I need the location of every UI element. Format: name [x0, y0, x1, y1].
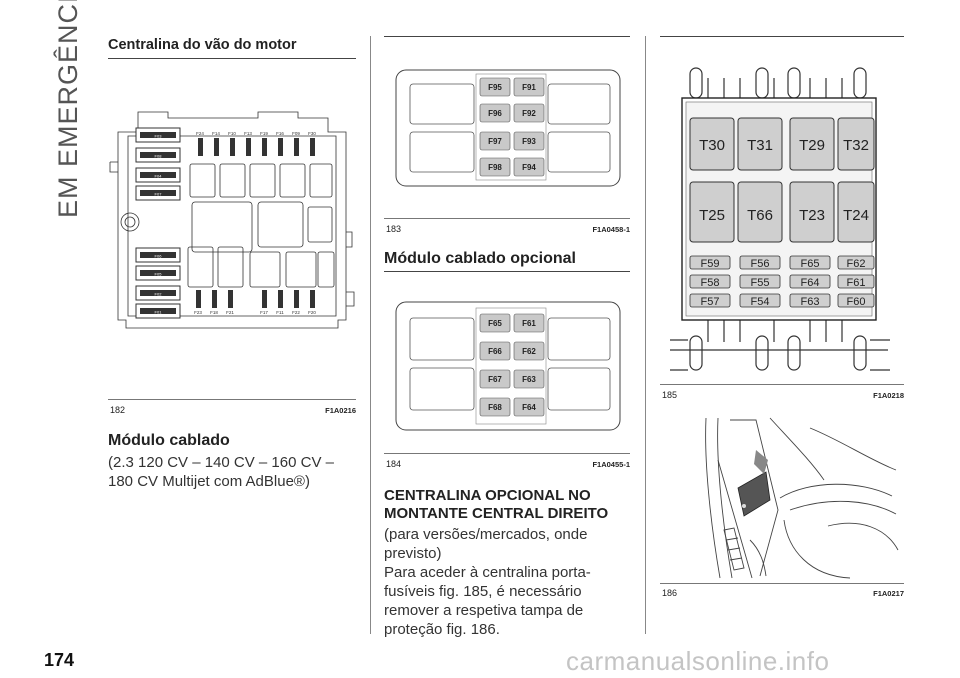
fuse-label: F56 — [751, 258, 770, 270]
relay-label: T31 — [747, 137, 773, 154]
relay-label: T24 — [843, 207, 869, 224]
fuse-label: F20 — [308, 310, 316, 315]
fuse-label: F17 — [260, 310, 268, 315]
fuse-label: F64 — [801, 277, 820, 289]
figure-number: 184 — [386, 459, 402, 469]
relay-label: T32 — [843, 137, 869, 154]
figure-code: F1A0217 — [873, 589, 904, 598]
fuse-label: F02 — [155, 291, 163, 296]
subsection-title: Módulo cablado — [108, 432, 230, 449]
fuse-label: F14 — [212, 131, 220, 136]
section-title: Centralina do vão do motor — [108, 37, 297, 53]
figure-code: F1A0216 — [325, 406, 356, 415]
fuse-label: F05 — [155, 271, 163, 276]
fuse-label: F95 — [488, 83, 502, 92]
fuse-label: F23 — [194, 310, 202, 315]
subsection-title: Módulo cablado opcional — [384, 250, 576, 267]
fuse-label: F65 — [801, 258, 820, 270]
fuse-label: F10 — [228, 131, 236, 136]
title-rule — [108, 58, 356, 59]
fuse-label: F63 — [801, 296, 820, 308]
fuse-label: F03 — [155, 133, 163, 138]
fuse-label: F21 — [226, 310, 234, 315]
left-fuse-column: F03 F08 F04 F07 F06 F05 F02 F01 — [135, 127, 181, 319]
fuse-label: F58 — [701, 277, 720, 289]
optional-fuse-module-diagram-184: F65 F61 F66 F62 F67 F63 F68 F64 — [395, 301, 621, 431]
figure-code: F1A0218 — [873, 391, 904, 400]
fuse-label: F96 — [488, 109, 502, 118]
fuse-label: F94 — [522, 163, 536, 172]
fuse-label: F06 — [155, 253, 163, 258]
fuse-label: F97 — [488, 137, 502, 146]
body-text: Para aceder à centralina porta-fusíveis … — [384, 564, 591, 638]
fuse-label: F62 — [522, 347, 536, 356]
top-rule — [384, 36, 630, 37]
top-rule — [660, 36, 904, 37]
engine-fuse-box-diagram: F03 F08 F04 F07 F06 F05 F02 F01 — [109, 111, 355, 329]
section-tab: EM EMERGÊNCIA — [46, 0, 90, 218]
fuse-label: F68 — [488, 403, 502, 412]
title-rule — [384, 271, 630, 272]
figure-number: 182 — [110, 405, 126, 415]
section-label: EM EMERGÊNCIA — [53, 0, 83, 218]
fuse-label: F59 — [701, 258, 720, 270]
fuse-label: F92 — [522, 109, 536, 118]
fuse-label: F66 — [488, 347, 502, 356]
figure-rule — [384, 218, 630, 219]
body-text: (2.3 120 CV – 140 CV – 160 CV – 180 CV M… — [108, 454, 334, 490]
relay-label: T29 — [799, 137, 825, 154]
fuse-label: F54 — [751, 296, 770, 308]
figure-code: F1A0455-1 — [592, 460, 630, 469]
fuse-label: F07 — [155, 191, 163, 196]
figure-number: 185 — [662, 390, 678, 400]
fuse-label: F11 — [276, 310, 284, 315]
fuse-label: F19 — [260, 131, 268, 136]
top-fuse-row — [198, 138, 315, 156]
relay-label: T66 — [747, 207, 773, 224]
fuse-label: F67 — [488, 375, 502, 384]
fuse-label: F13 — [244, 131, 252, 136]
watermark: carmanualsonline.info — [566, 646, 830, 676]
figure-rule — [108, 399, 356, 400]
fuse-label: F18 — [210, 310, 218, 315]
fuse-label: F61 — [847, 277, 866, 289]
fuse-label: F65 — [488, 319, 502, 328]
column-divider — [370, 36, 371, 634]
figure-number: 186 — [662, 588, 678, 598]
fuse-label: F93 — [522, 137, 536, 146]
fuse-label: F09 — [292, 131, 300, 136]
relay-label: T25 — [699, 207, 725, 224]
optional-fuse-module-diagram-183: F95 F91 F96 F92 F97 F93 F98 F94 — [395, 69, 621, 187]
fuse-label: F63 — [522, 375, 536, 384]
fuse-label: F22 — [292, 310, 300, 315]
fuse-label: F04 — [155, 173, 163, 178]
figure-rule — [660, 583, 904, 584]
bottom-fuse-row — [196, 290, 315, 308]
fuse-label: F24 — [196, 131, 204, 136]
fuse-label: F57 — [701, 296, 720, 308]
relay-label: T23 — [799, 207, 825, 224]
fuse-label: F61 — [522, 319, 536, 328]
page-number: 174 — [44, 650, 75, 670]
fuse-label: F01 — [155, 309, 163, 314]
fuse-label: F98 — [488, 163, 502, 172]
figure-rule — [384, 453, 630, 454]
fuse-label: F55 — [751, 277, 770, 289]
fuse-label: F60 — [847, 296, 866, 308]
relay-label: T30 — [699, 137, 725, 154]
fuse-label: F64 — [522, 403, 536, 412]
body-text: (para versões/mercados, onde previsto) — [384, 526, 588, 562]
pillar-cover-illustration — [705, 417, 899, 579]
fuse-label: F62 — [847, 258, 866, 270]
fuse-label: F08 — [155, 153, 163, 158]
column-divider — [645, 36, 646, 634]
figure-rule — [660, 384, 904, 385]
figure-code: F1A0458-1 — [592, 225, 630, 234]
section-heading: CENTRALINA OPCIONAL NO MONTANTE CENTRAL … — [384, 487, 609, 522]
fuse-label: F30 — [308, 131, 316, 136]
figure-number: 183 — [386, 224, 402, 234]
fuse-label: F91 — [522, 83, 536, 92]
pillar-fuse-box-diagram: T30 T31 T29 T32 T25 T66 T23 T24 F59 F56 … — [670, 67, 890, 371]
fuse-label: F16 — [276, 131, 284, 136]
